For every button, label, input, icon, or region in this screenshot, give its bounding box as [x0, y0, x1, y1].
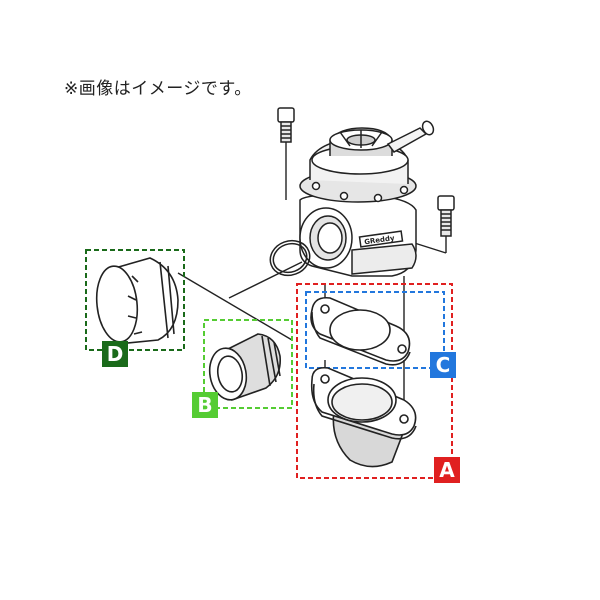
bolt-right — [437, 195, 455, 237]
o-ring — [269, 239, 311, 277]
vacuum-nipple — [386, 127, 428, 153]
part-d-cap — [95, 257, 179, 345]
valve-base-flange — [351, 243, 417, 275]
group-a-box — [296, 283, 453, 479]
label-d: D — [102, 341, 128, 367]
group-b-box — [203, 319, 293, 409]
part-c-gasket — [310, 296, 411, 366]
label-a: A — [434, 457, 460, 483]
label-b: B — [192, 392, 218, 418]
group-c-box — [305, 291, 445, 369]
bolt-left — [277, 107, 295, 143]
brand-decal — [358, 230, 404, 248]
part-a-flange — [310, 366, 417, 468]
image-note: ※画像はイメージです。 — [64, 79, 252, 99]
group-d-box — [85, 249, 185, 351]
valve-assembly: GReddy — [299, 120, 435, 277]
part-b-adapter — [208, 333, 282, 402]
part-d-leader — [177, 272, 293, 341]
label-c: C — [430, 352, 456, 378]
rim-screw — [311, 181, 321, 191]
part-d-to-body-leader — [228, 261, 303, 299]
rim-screw — [399, 185, 409, 195]
rim-screw — [373, 193, 383, 203]
rim-screw — [339, 191, 349, 201]
